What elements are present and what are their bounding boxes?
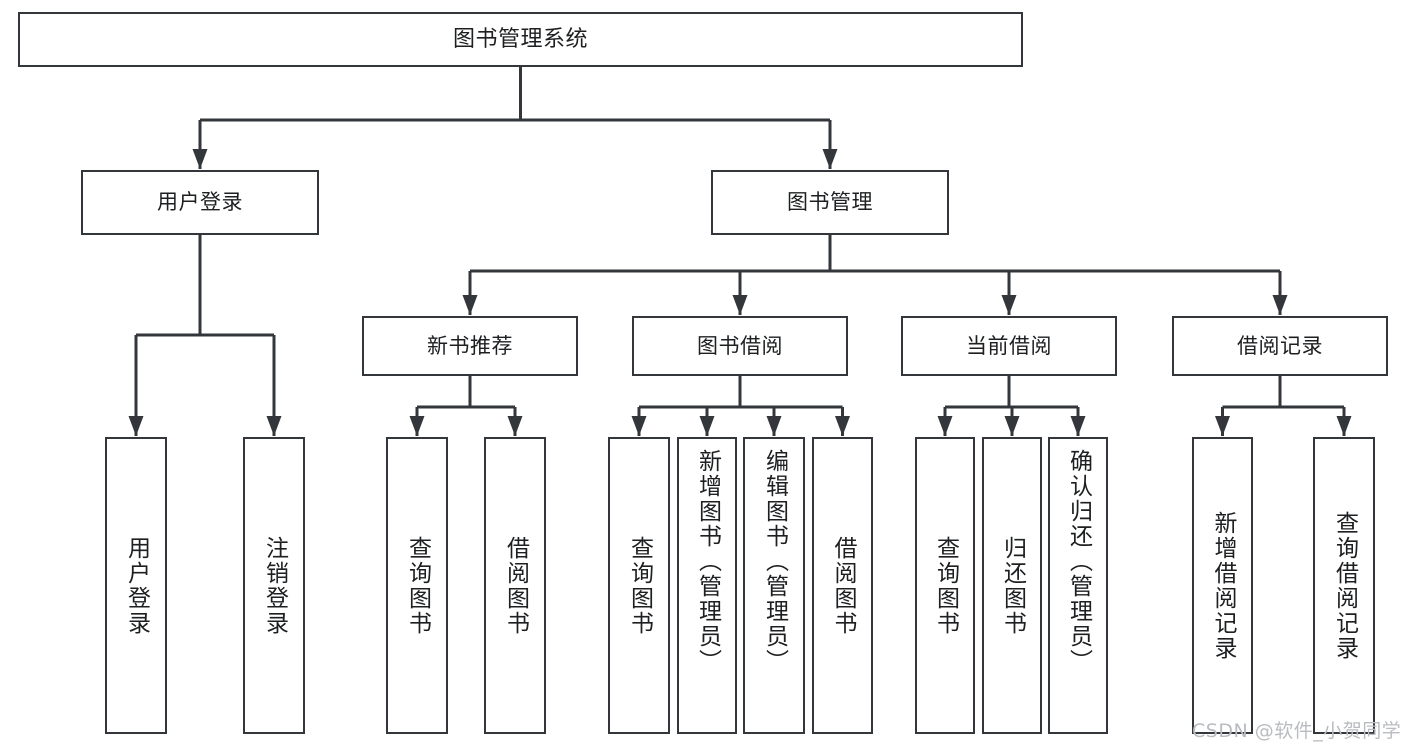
node-leaf-query-book-2[interactable]: 查询图书 xyxy=(608,437,670,734)
node-leaf-borrow-book-2-label: 借阅图书 xyxy=(830,535,856,636)
node-leaf-query-book-3[interactable]: 查询图书 xyxy=(915,437,975,734)
node-leaf-query-record-label: 查询借阅记录 xyxy=(1331,510,1358,661)
node-current-borrow[interactable]: 当前借阅 xyxy=(901,316,1117,376)
node-leaf-borrow-book-2[interactable]: 借阅图书 xyxy=(812,437,873,734)
node-leaf-query-book-3-label: 查询图书 xyxy=(932,535,959,636)
node-user-login-label: 用户登录 xyxy=(157,190,243,215)
node-leaf-edit-book-label: 编辑图书（管理员） xyxy=(761,449,788,674)
node-leaf-add-book-label: 新增图书（管理员） xyxy=(694,449,721,674)
node-new-book-rec-label: 新书推荐 xyxy=(427,333,513,358)
node-borrow-record-label: 借阅记录 xyxy=(1237,333,1323,358)
node-leaf-borrow-book-1-label: 借阅图书 xyxy=(502,535,529,636)
node-leaf-confirm-return-label: 确认归还（管理员） xyxy=(1065,449,1092,674)
node-new-book-rec[interactable]: 新书推荐 xyxy=(362,316,578,376)
node-leaf-add-record-label: 新增借阅记录 xyxy=(1210,510,1236,661)
node-leaf-user-login-label: 用户登录 xyxy=(123,535,150,636)
node-leaf-add-record[interactable]: 新增借阅记录 xyxy=(1192,437,1253,734)
node-leaf-query-book-1[interactable]: 查询图书 xyxy=(386,437,448,734)
node-book-borrow-label: 图书借阅 xyxy=(697,333,783,358)
node-leaf-user-login[interactable]: 用户登录 xyxy=(105,437,167,734)
node-current-borrow-label: 当前借阅 xyxy=(966,333,1052,358)
node-leaf-logout[interactable]: 注销登录 xyxy=(243,437,305,734)
node-leaf-confirm-return[interactable]: 确认归还（管理员） xyxy=(1048,437,1108,734)
node-book-manage[interactable]: 图书管理 xyxy=(711,170,949,235)
csdn-watermark: CSDN @软件_小贺同学 xyxy=(1192,720,1402,742)
node-leaf-borrow-book-1[interactable]: 借阅图书 xyxy=(484,437,546,734)
node-book-manage-label: 图书管理 xyxy=(787,190,873,215)
node-leaf-logout-label: 注销登录 xyxy=(261,535,288,636)
node-root[interactable]: 图书管理系统 xyxy=(18,12,1023,67)
node-leaf-edit-book[interactable]: 编辑图书（管理员） xyxy=(743,437,805,734)
node-user-login[interactable]: 用户登录 xyxy=(81,170,319,235)
node-leaf-return-book[interactable]: 归还图书 xyxy=(982,437,1042,734)
node-borrow-record[interactable]: 借阅记录 xyxy=(1172,316,1388,376)
node-book-borrow[interactable]: 图书借阅 xyxy=(632,316,848,376)
node-leaf-add-book[interactable]: 新增图书（管理员） xyxy=(677,437,737,734)
node-root-label: 图书管理系统 xyxy=(452,26,588,52)
node-leaf-query-book-1-label: 查询图书 xyxy=(404,535,431,636)
node-leaf-query-record[interactable]: 查询借阅记录 xyxy=(1313,437,1375,734)
node-leaf-return-book-label: 归还图书 xyxy=(999,535,1026,636)
node-leaf-query-book-2-label: 查询图书 xyxy=(626,535,653,636)
